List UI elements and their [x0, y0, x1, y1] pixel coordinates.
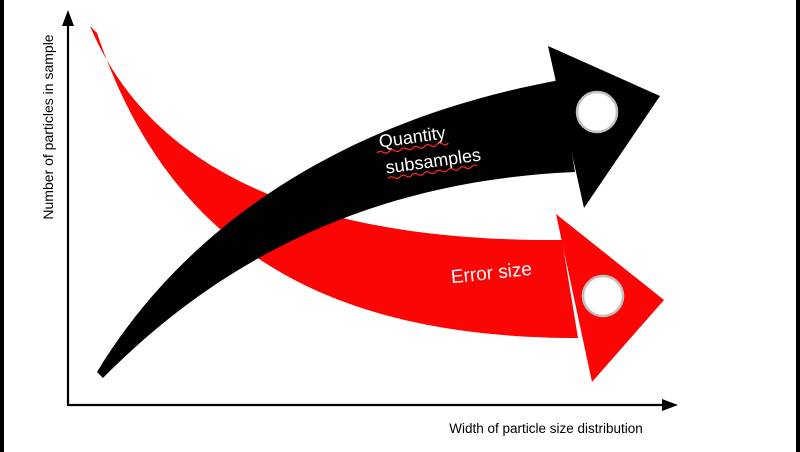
red-arrow-body: [90, 26, 578, 338]
black-arrow-body: [97, 80, 575, 378]
x-axis-arrowhead-icon: [662, 399, 678, 411]
red-arrow-marker-circle: [581, 274, 625, 318]
spellcheck-underline-icon: [387, 164, 478, 180]
quantity-subsamples-arrow: [97, 46, 660, 378]
left-border-bar: [0, 0, 4, 452]
right-border-bar: [796, 0, 800, 452]
axes: Number of particles in sample Width of p…: [40, 10, 678, 436]
y-axis-label: Number of particles in sample: [40, 34, 56, 219]
spellcheck-underline-icon: [376, 142, 449, 154]
x-axis-label: Width of particle size distribution: [449, 421, 643, 436]
black-arrow-marker-circle: [575, 90, 619, 134]
y-axis-arrowhead-icon: [62, 10, 74, 26]
error-size-arrow: [90, 26, 664, 382]
